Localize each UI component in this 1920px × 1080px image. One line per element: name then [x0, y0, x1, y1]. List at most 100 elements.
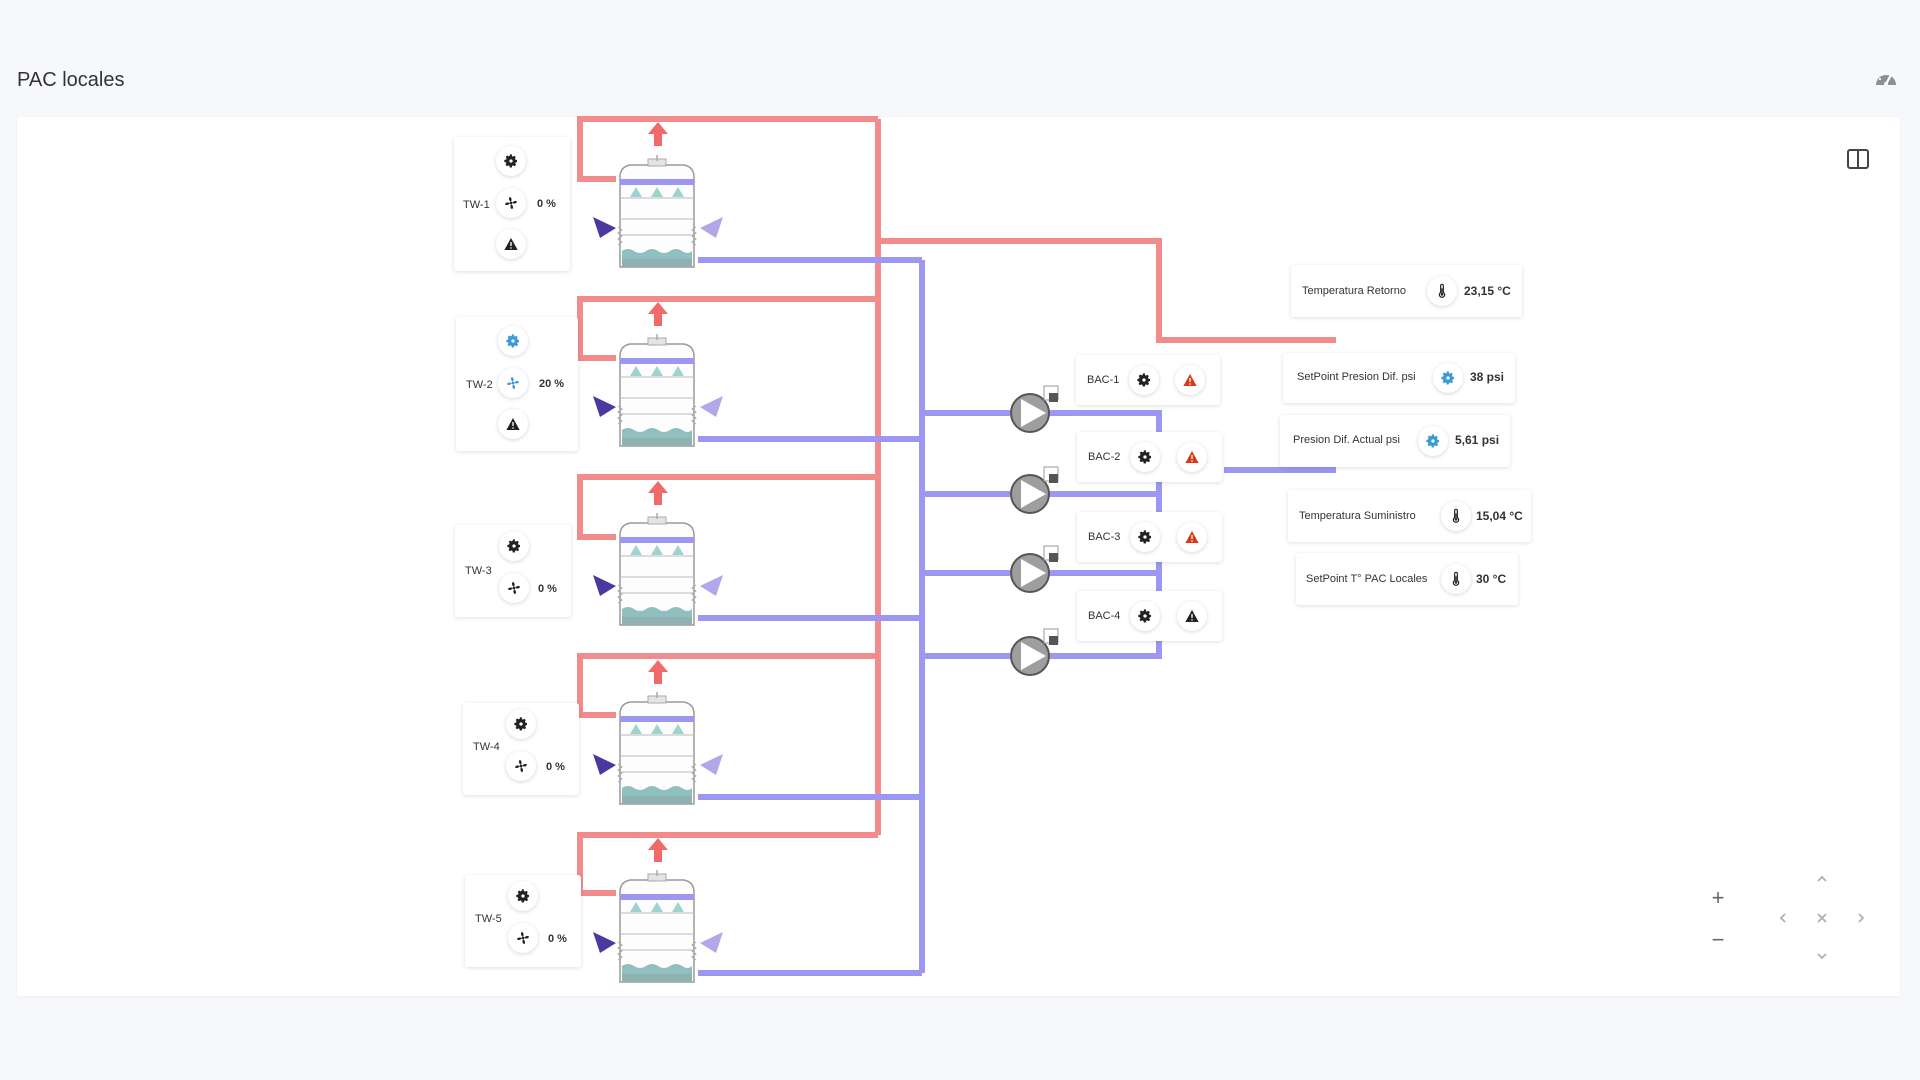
- warning-icon: [506, 418, 520, 430]
- reading-label: Presion Dif. Actual psi: [1293, 434, 1400, 446]
- pump-label: BAC-3: [1088, 531, 1121, 543]
- tower-alarm-button[interactable]: [496, 229, 526, 259]
- warning-icon: [1185, 531, 1199, 543]
- tower-fan-button[interactable]: [499, 573, 529, 603]
- thermometer-icon: [1452, 508, 1460, 523]
- reading-card-temperatura-suministro: Temperatura Suministro 15,04 °C: [1288, 490, 1531, 542]
- reading-icon-button: [1427, 276, 1457, 306]
- gear-icon: [506, 334, 519, 348]
- tower-fan-button[interactable]: [508, 923, 538, 953]
- fan-icon: [507, 377, 519, 389]
- tower-label: TW-4: [473, 741, 500, 753]
- tower-card-4: TW-4 0 %: [463, 703, 579, 795]
- gear-icon: [1138, 450, 1151, 464]
- tower-label: TW-5: [475, 913, 502, 925]
- split-view-icon[interactable]: [1846, 148, 1870, 170]
- tower-label: TW-2: [466, 379, 493, 391]
- reading-label: SetPoint T° PAC Locales: [1306, 573, 1428, 585]
- cooling-tower-1: [593, 122, 723, 268]
- reading-settings-button[interactable]: [1433, 363, 1463, 393]
- pump-card-2: BAC-2: [1077, 432, 1222, 482]
- tower-settings-button[interactable]: [499, 531, 529, 561]
- tower-settings-button[interactable]: [496, 146, 526, 176]
- reading-value: 5,61 psi: [1455, 433, 1500, 447]
- gear-icon: [1137, 373, 1150, 387]
- tower-label: TW-3: [465, 565, 492, 577]
- reading-label: Temperatura Retorno: [1302, 285, 1406, 297]
- warning-icon: [1185, 610, 1199, 622]
- reading-settings-button[interactable]: [1418, 426, 1448, 456]
- pump-settings-button[interactable]: [1130, 442, 1160, 472]
- pump-settings-button[interactable]: [1130, 601, 1160, 631]
- warning-icon: [1183, 374, 1197, 386]
- tower-fan-value: 0 %: [548, 933, 567, 945]
- gear-icon: [1138, 530, 1151, 544]
- tower-settings-button[interactable]: [506, 709, 536, 739]
- diagram-canvas: [17, 117, 1900, 996]
- pump-alarm-button[interactable]: [1177, 442, 1207, 472]
- tower-settings-button[interactable]: [498, 326, 528, 356]
- reading-icon-button: [1441, 564, 1471, 594]
- gear-icon: [1138, 609, 1151, 623]
- tower-card-2: TW-2 20 %: [456, 317, 578, 451]
- pan-down-icon[interactable]: [1815, 949, 1829, 963]
- tower-card-5: TW-5 0 %: [465, 875, 581, 967]
- gear-icon: [504, 154, 517, 168]
- cooling-tower-3: [593, 481, 723, 626]
- pump-alarm-button[interactable]: [1175, 365, 1205, 395]
- fan-icon: [517, 932, 529, 944]
- reading-card-temperatura-retorno: Temperatura Retorno 23,15 °C: [1291, 265, 1522, 317]
- reading-card-presion-actual: Presion Dif. Actual psi 5,61 psi: [1280, 415, 1510, 467]
- pan-left-icon[interactable]: [1776, 911, 1790, 925]
- pump-label: BAC-2: [1088, 451, 1121, 463]
- pump-settings-button[interactable]: [1129, 365, 1159, 395]
- pump-label: BAC-4: [1088, 610, 1121, 622]
- tower-fan-button[interactable]: [498, 368, 528, 398]
- pump-card-1: BAC-1: [1076, 355, 1220, 405]
- tower-settings-button[interactable]: [508, 881, 538, 911]
- thermometer-icon: [1452, 571, 1460, 586]
- dashboard-gauge-icon[interactable]: [1874, 67, 1898, 89]
- fan-icon: [505, 197, 517, 209]
- tower-fan-value: 0 %: [537, 198, 556, 210]
- pump-alarm-button[interactable]: [1177, 522, 1207, 552]
- pan-up-icon[interactable]: [1815, 872, 1829, 886]
- reading-card-setpoint-pac: SetPoint T° PAC Locales 30 °C: [1296, 553, 1518, 605]
- warning-icon: [504, 238, 518, 250]
- warning-icon: [1185, 451, 1199, 463]
- tower-fan-value: 20 %: [539, 378, 565, 390]
- tower-card-3: TW-3 0 %: [455, 525, 571, 617]
- page-title: PAC locales: [17, 69, 125, 91]
- pump-label: BAC-1: [1087, 374, 1120, 386]
- zoom-in-button[interactable]: +: [1711, 885, 1725, 910]
- reading-label: Temperatura Suministro: [1299, 510, 1416, 522]
- gear-icon: [514, 717, 527, 731]
- tower-fan-button[interactable]: [496, 188, 526, 218]
- tower-alarm-button[interactable]: [498, 409, 528, 439]
- gear-icon: [1441, 371, 1454, 385]
- tower-label: TW-1: [463, 199, 490, 211]
- gear-icon: [1426, 434, 1439, 448]
- tower-fan-button[interactable]: [506, 751, 536, 781]
- reading-value: 30 °C: [1476, 572, 1507, 586]
- reading-value: 23,15 °C: [1464, 284, 1511, 298]
- pan-right-icon[interactable]: [1854, 911, 1868, 925]
- thermometer-icon: [1438, 283, 1446, 298]
- zoom-out-button[interactable]: −: [1711, 927, 1725, 952]
- tower-card-1: TW-1 0 %: [454, 137, 570, 271]
- pump-settings-button[interactable]: [1130, 522, 1160, 552]
- reset-view-icon[interactable]: [1815, 911, 1829, 925]
- fan-icon: [508, 582, 520, 594]
- fan-icon: [515, 760, 527, 772]
- tower-fan-value: 0 %: [538, 583, 557, 595]
- cooling-tower-4: [593, 660, 723, 805]
- reading-label: SetPoint Presion Dif. psi: [1297, 371, 1416, 383]
- reading-value: 15,04 °C: [1476, 509, 1523, 523]
- cooling-tower-5: [593, 838, 723, 983]
- reading-card-setpoint-presion: SetPoint Presion Dif. psi 38 psi: [1283, 353, 1515, 403]
- pump-alarm-button[interactable]: [1177, 601, 1207, 631]
- pump-card-4: BAC-4: [1077, 591, 1222, 641]
- reading-value: 38 psi: [1470, 370, 1505, 384]
- gear-icon: [507, 539, 520, 553]
